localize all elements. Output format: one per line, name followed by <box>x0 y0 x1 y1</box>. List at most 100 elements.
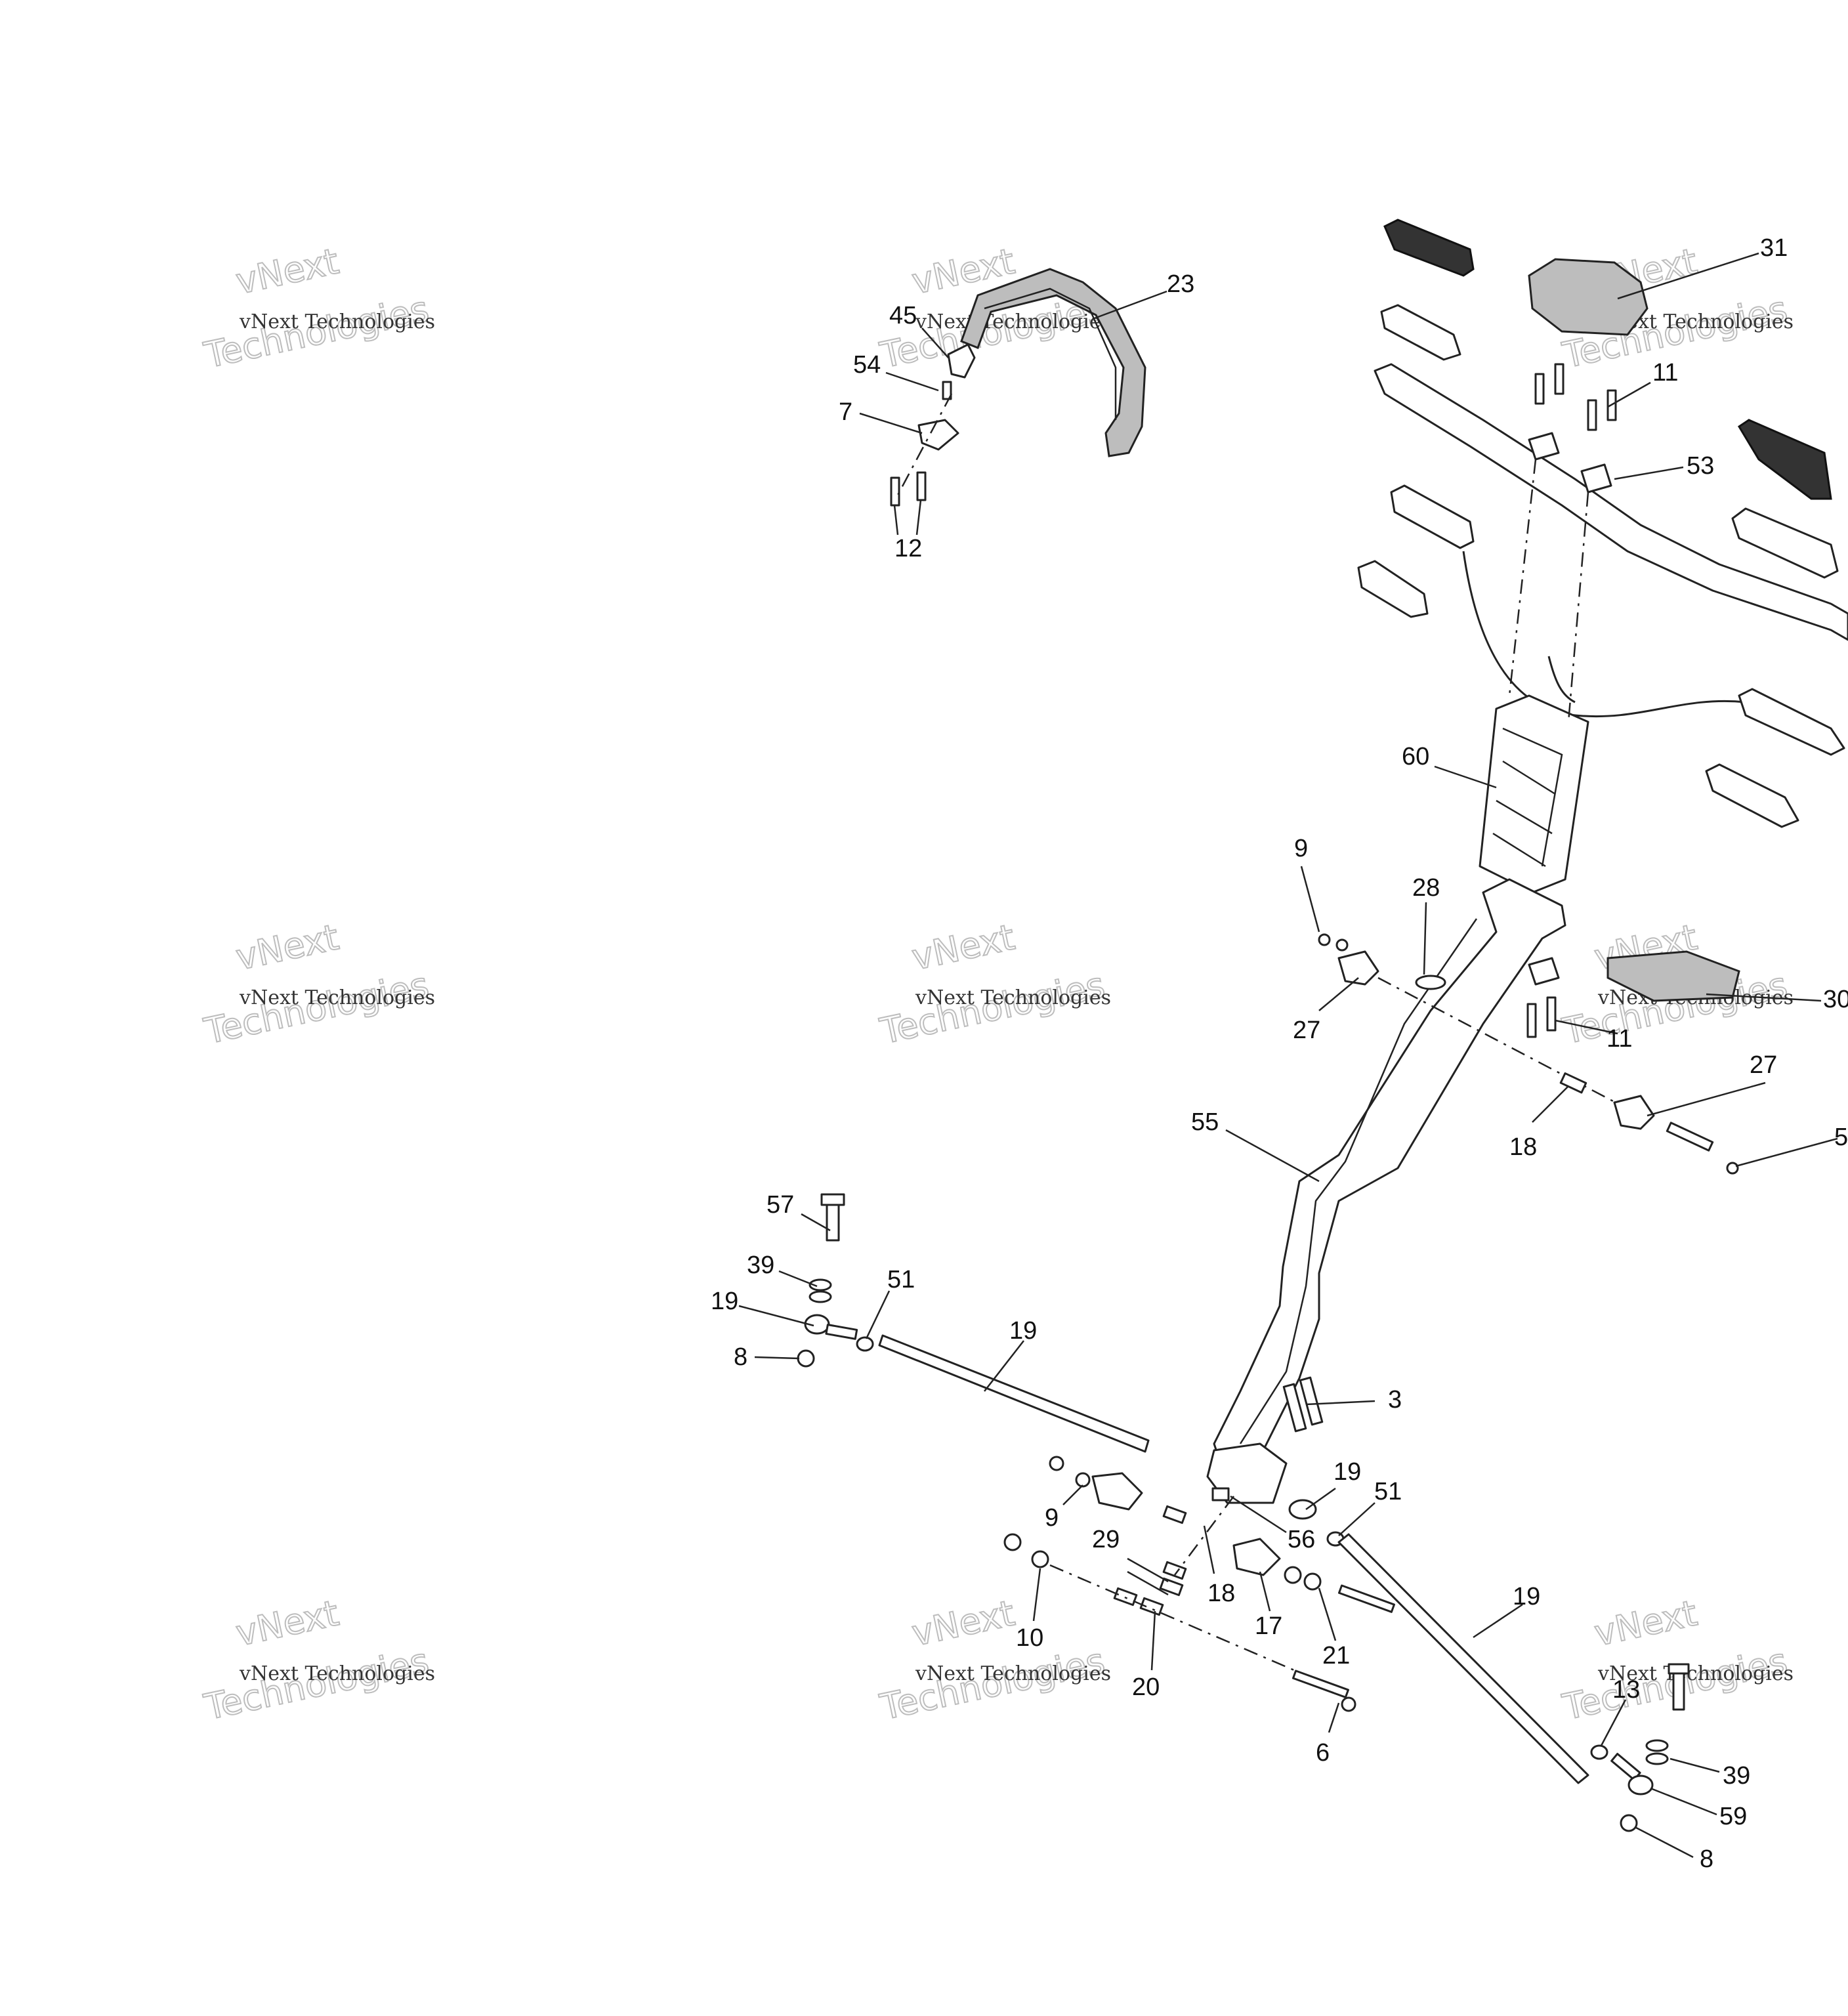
bracket-30-part <box>1606 950 1740 1002</box>
svg-text:vNext: vNext <box>908 1592 1018 1654</box>
callout-8-left: 8 <box>734 1343 747 1371</box>
callout-39-right: 39 <box>1723 1762 1750 1790</box>
clamp-lower-part <box>917 419 959 451</box>
svg-text:vNext: vNext <box>908 916 1018 978</box>
callout-10: 10 <box>1016 1624 1043 1652</box>
screws-12-part <box>890 393 953 507</box>
nut-9-lower-part <box>1049 1456 1091 1488</box>
svg-text:vNext Technologies: vNext Technologies <box>915 310 1111 333</box>
callout-21: 21 <box>1322 1642 1350 1670</box>
nut-51-bottom-part <box>1590 1744 1608 1760</box>
watermark-9: vNext Technologies vNext Technologies <box>1558 1591 1794 1729</box>
callout-19-left-end: 19 <box>711 1288 738 1315</box>
callout-19-right-end: 19 <box>1334 1458 1361 1486</box>
nuts-10-part <box>1003 1533 1049 1568</box>
link-27-left-part <box>1318 933 1446 990</box>
link-6-part <box>1292 1670 1356 1712</box>
callout-30: 30 <box>1823 986 1848 1013</box>
frame-dash-right <box>1567 492 1589 723</box>
small-screw-part <box>942 381 952 400</box>
cover-31-part <box>1528 258 1648 336</box>
callout-23: 23 <box>1167 270 1194 298</box>
callout-5: 5 <box>1834 1124 1848 1151</box>
callout-11-lower: 11 <box>1606 1025 1632 1053</box>
callout-56: 56 <box>1288 1526 1315 1553</box>
svg-text:vNext: vNext <box>232 240 342 302</box>
handlebar-part <box>1374 363 1848 641</box>
steering-column-part <box>1213 878 1566 1465</box>
callout-39-left: 39 <box>747 1251 774 1279</box>
bolts-11-lower-part <box>1526 957 1560 1038</box>
watermark-7: vNext Technologies vNext Technologies <box>200 1591 435 1729</box>
svg-text:vNext: vNext <box>1591 1592 1700 1654</box>
svg-text:vNext: vNext <box>232 916 342 978</box>
callout-59: 59 <box>1719 1803 1747 1830</box>
link-27-right-part <box>1559 1072 1739 1175</box>
callout-18-right: 18 <box>1509 1133 1537 1161</box>
callout-27-left: 27 <box>1293 1017 1320 1044</box>
grip-dark-left-part <box>1383 219 1475 277</box>
callout-29: 29 <box>1092 1526 1120 1553</box>
callout-51-left: 51 <box>887 1266 915 1293</box>
watermark-4: vNext Technologies vNext Technologies <box>200 915 435 1053</box>
callout-54: 54 <box>853 351 881 379</box>
watermark-8: vNext Technologies vNext Technologies <box>875 1591 1111 1729</box>
callout-31: 31 <box>1760 234 1788 262</box>
svg-text:vNext Technologies: vNext Technologies <box>239 310 435 333</box>
nut-51-left-part <box>856 1336 874 1352</box>
callout-12: 12 <box>894 535 922 562</box>
washer-39-left-part <box>808 1278 832 1303</box>
clamp-53-part <box>1528 432 1612 494</box>
lower-dash <box>1049 1564 1333 1688</box>
clamp-upper-part <box>947 343 976 379</box>
bracket-lower-part <box>1091 1472 1143 1511</box>
bolts-11-top-part <box>1534 363 1617 431</box>
callout-6: 6 <box>1316 1739 1330 1767</box>
spacers-20-part <box>1113 1587 1164 1616</box>
nut-8-right-part <box>1620 1814 1638 1832</box>
svg-text:vNext Technologies: vNext Technologies <box>915 1662 1111 1685</box>
tie-rod-right-part <box>1337 1533 1589 1784</box>
svg-text:vNext Technologies: vNext Technologies <box>915 986 1111 1009</box>
callout-27-right: 27 <box>1750 1051 1777 1079</box>
watermark-1: vNext Technologies vNext Technologies <box>200 240 435 377</box>
callout-11-top: 11 <box>1652 359 1678 387</box>
callout-55: 55 <box>1191 1108 1219 1136</box>
callout-19-right-rod: 19 <box>1513 1583 1540 1610</box>
leader-lines <box>738 252 1838 1858</box>
link-21-part <box>1284 1566 1395 1613</box>
callout-17: 17 <box>1255 1612 1282 1640</box>
callout-3: 3 <box>1388 1386 1402 1414</box>
grip-tube-d-part <box>1705 688 1845 828</box>
handle-guard-part <box>960 268 1146 457</box>
callout-53: 53 <box>1687 452 1714 480</box>
callout-8-right: 8 <box>1700 1845 1713 1873</box>
callout-28: 28 <box>1412 874 1440 902</box>
tie-rod-end-59-part <box>1610 1752 1654 1796</box>
callout-20: 20 <box>1132 1673 1160 1701</box>
column-dash <box>1174 1496 1234 1576</box>
link-17-part <box>1232 1538 1281 1576</box>
grip-tube-a-part <box>1380 304 1461 361</box>
callout-57: 57 <box>766 1191 794 1219</box>
svg-text:vNext Technologies: vNext Technologies <box>1597 1662 1794 1685</box>
bolt-57-part <box>820 1193 845 1242</box>
callout-51-right: 51 <box>1374 1478 1402 1505</box>
bolt-13-part <box>1668 1663 1690 1711</box>
link-dash-upper <box>1377 976 1641 1117</box>
callout-13: 13 <box>1612 1676 1640 1704</box>
tie-rod-end-right-part <box>1288 1499 1317 1520</box>
spacers-18-29-part <box>1159 1505 1187 1597</box>
tie-rod-end-left-part <box>804 1314 858 1340</box>
svg-text:vNext: vNext <box>232 1592 342 1654</box>
bolts-3-part <box>1282 1376 1324 1433</box>
svg-text:vNext Technologies: vNext Technologies <box>239 1662 435 1685</box>
frame-dash-left <box>1508 459 1537 696</box>
callout-7: 7 <box>839 398 852 426</box>
nut-8-left-part <box>797 1349 815 1368</box>
watermark-5: vNext Technologies vNext Technologies <box>875 915 1111 1053</box>
riser-frame-part <box>1479 694 1589 894</box>
grip-tube-c-part <box>1357 484 1475 618</box>
grip-dark-right-part <box>1737 419 1832 500</box>
